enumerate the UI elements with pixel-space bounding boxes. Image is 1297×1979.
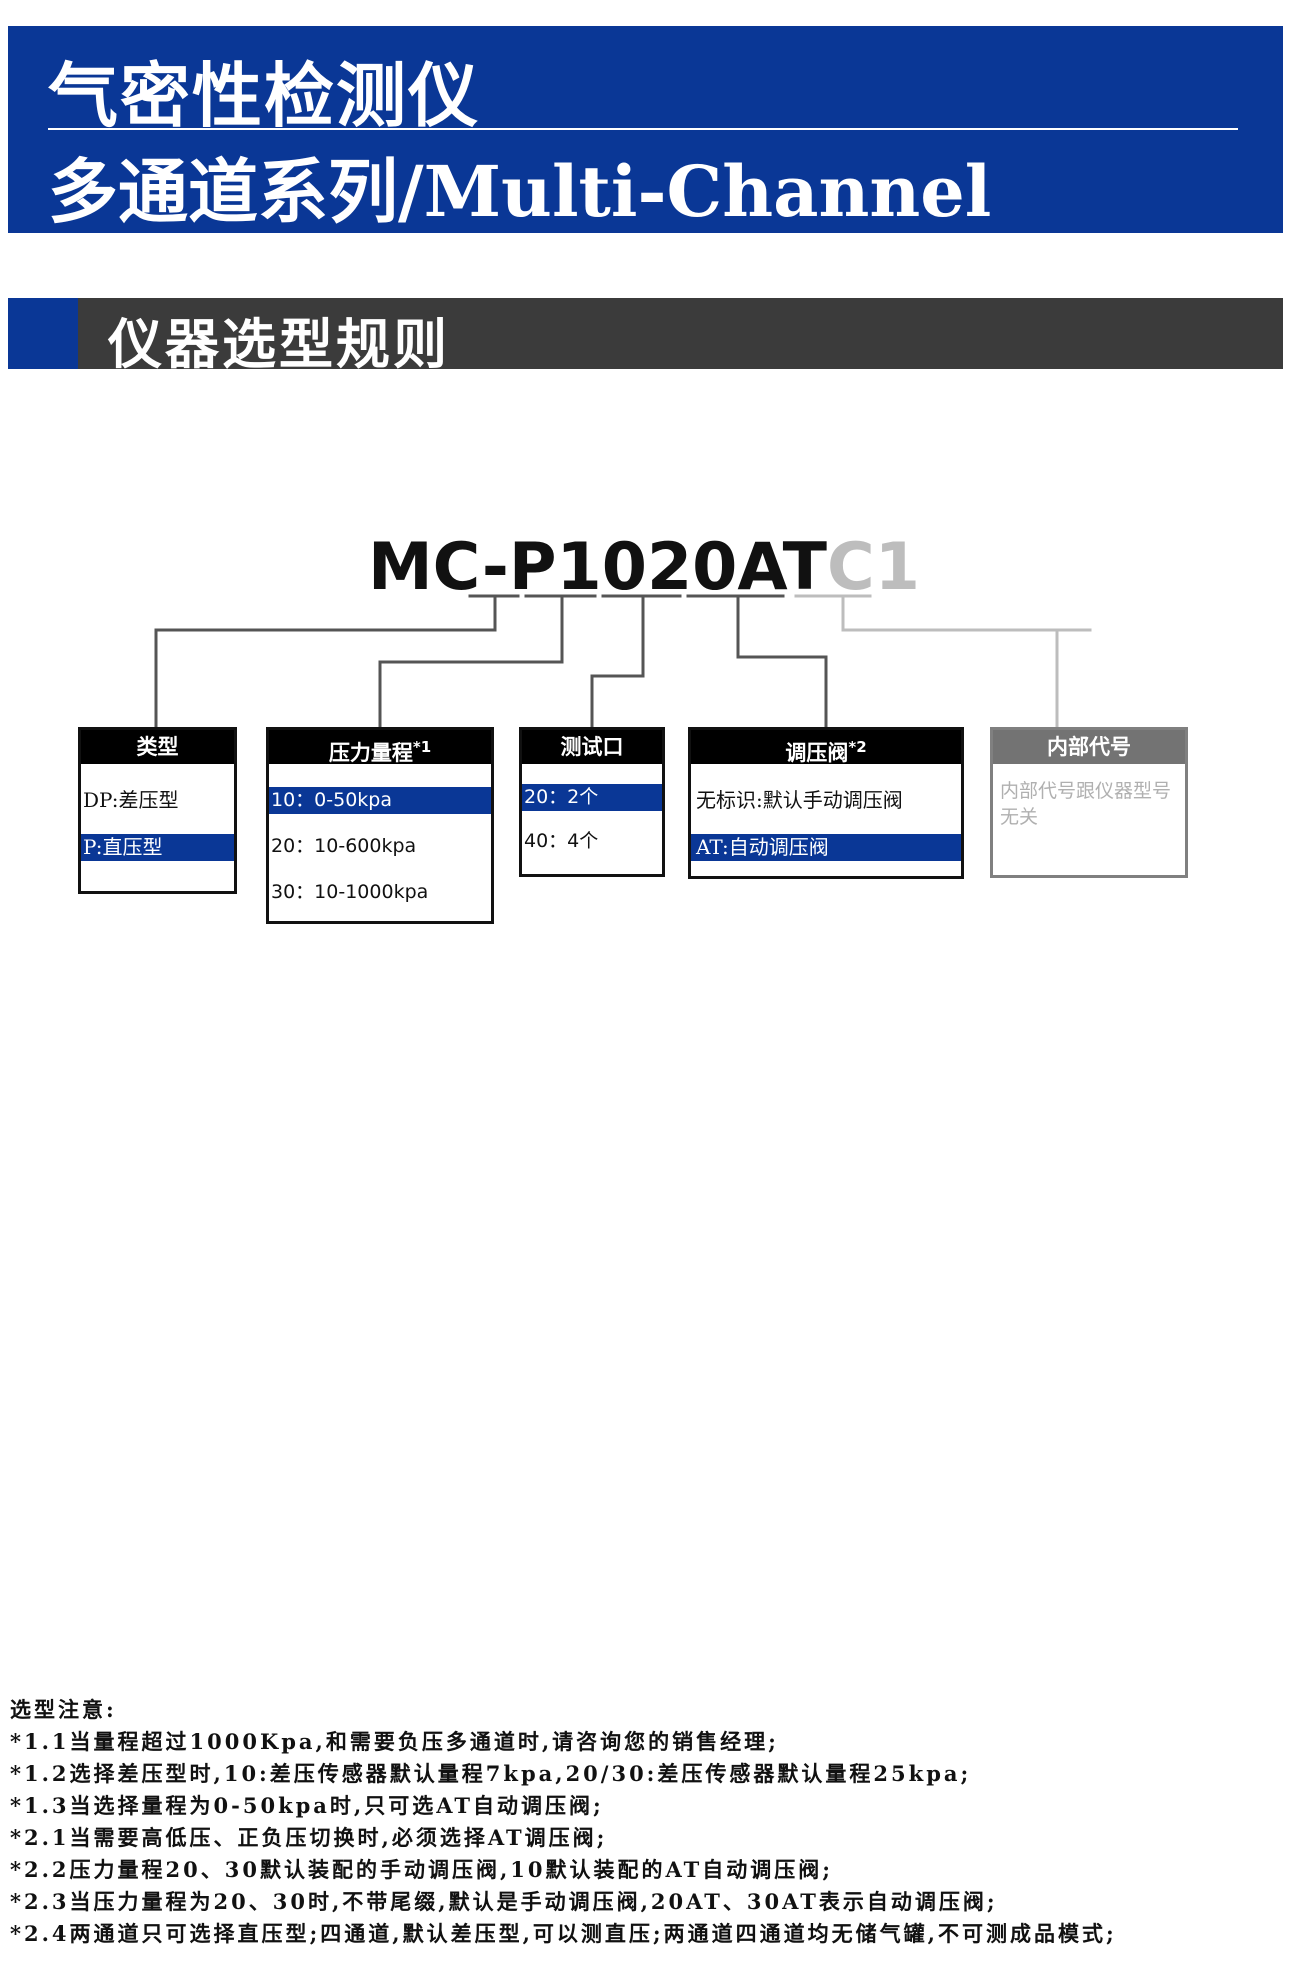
model-code: MC-P1020ATC1 (368, 528, 920, 608)
page-title: 气密性检测仪 (48, 54, 480, 137)
regulator-valve-note-mark: *2 (848, 738, 867, 756)
section-bar: 仪器选型规则 (8, 298, 1283, 376)
section-title: 仪器选型规则 (108, 312, 450, 376)
model-code-main: MC-P1020AT (368, 530, 827, 605)
port-option-40[interactable]: 40：4个 (524, 830, 599, 852)
pressure-range-heading-text: 压力量程 (328, 740, 413, 765)
note-2-4: *2.4两通道只可选择直压型;四通道,默认差压型,可以测直压;两通道四通道均无储… (10, 1921, 1117, 1946)
connector-type (154, 594, 497, 730)
connector-internal (841, 594, 1092, 632)
note-2-3: *2.3当压力量程为20、30时,不带尾缀,默认是手动调压阀,20AT、30AT… (10, 1889, 998, 1914)
regulator-valve-heading-text: 调压阀 (785, 740, 849, 765)
valve-option-manual[interactable]: 无标识:默认手动调压阀 (696, 788, 903, 812)
pressure-option-20[interactable]: 20：10-600kpa (271, 835, 417, 857)
regulator-valve-heading: 调压阀*2 (691, 730, 961, 765)
note-1-2: *1.2选择差压型时,10:差压传感器默认量程7kpa,20/30:差压传感器默… (10, 1761, 972, 1786)
internal-code-heading: 内部代号 (993, 730, 1185, 764)
valve-option-at[interactable]: AT:自动调压阀 (691, 834, 961, 861)
connector-valve (736, 594, 828, 730)
pressure-range-note-mark: *1 (412, 738, 432, 756)
test-port-box: 测试口 20：2个 40：4个 (519, 727, 665, 877)
pressure-option-30[interactable]: 30：10-1000kpa (271, 881, 429, 903)
regulator-valve-box: 调压阀*2 无标识:默认手动调压阀 AT:自动调压阀 (688, 727, 964, 879)
type-option-p[interactable]: P:直压型 (81, 834, 234, 861)
notes-title: 选型注意: (10, 1697, 117, 1722)
note-1-3: *1.3当选择量程为0-50kpa时,只可选AT自动调压阀; (10, 1793, 604, 1818)
note-2-2: *2.2压力量程20、30默认装配的手动调压阀,10默认装配的AT自动调压阀; (10, 1857, 834, 1882)
note-2-1: *2.1当需要高低压、正负压切换时,必须选择AT调压阀; (10, 1825, 608, 1850)
type-option-dp[interactable]: DP:差压型 (83, 788, 179, 812)
type-box: 类型 DP:差压型 P:直压型 (78, 727, 237, 894)
type-box-heading: 类型 (81, 730, 234, 764)
model-code-suffix: C1 (827, 530, 920, 605)
note-1-1: *1.1当量程超过1000Kpa,和需要负压多通道时,请咨询您的销售经理; (10, 1729, 779, 1754)
header-banner: 气密性检测仪 多通道系列/Multi-Channel (8, 26, 1283, 233)
internal-code-note: 内部代号跟仪器型号无关 (1000, 780, 1172, 828)
test-port-heading: 测试口 (522, 730, 662, 764)
selection-notes: 选型注意: *1.1当量程超过1000Kpa,和需要负压多通道时,请咨询您的销售… (10, 1694, 1117, 1950)
pressure-range-heading: 压力量程*1 (269, 730, 491, 765)
page-subtitle: 多通道系列/Multi-Channel (48, 150, 992, 233)
header-divider (48, 128, 1238, 130)
connector-port (590, 594, 645, 730)
section-accent (8, 298, 78, 369)
pressure-range-box: 压力量程*1 10：0-50kpa 20：10-600kpa 30：10-100… (266, 727, 494, 924)
port-option-20[interactable]: 20：2个 (522, 784, 662, 811)
pressure-option-10[interactable]: 10：0-50kpa (269, 787, 491, 814)
internal-code-box: 内部代号 内部代号跟仪器型号无关 (990, 727, 1188, 878)
connector-pressure (378, 594, 564, 730)
